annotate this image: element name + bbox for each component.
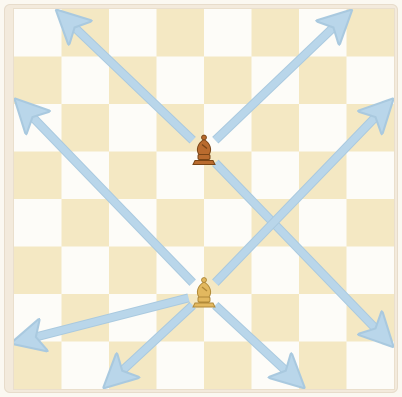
board-square[interactable] xyxy=(14,57,62,105)
board-square[interactable] xyxy=(157,9,205,57)
board-square[interactable] xyxy=(14,247,62,295)
board-square[interactable] xyxy=(347,57,395,105)
board-square[interactable] xyxy=(347,9,395,57)
board-square[interactable] xyxy=(109,9,157,57)
board-square[interactable] xyxy=(204,9,252,57)
board-square[interactable] xyxy=(109,152,157,200)
board-square[interactable] xyxy=(14,199,62,247)
board-square[interactable] xyxy=(62,199,110,247)
chessboard[interactable] xyxy=(14,9,394,389)
board-square[interactable] xyxy=(62,104,110,152)
board-square[interactable] xyxy=(347,342,395,390)
board-square[interactable] xyxy=(109,247,157,295)
board-square[interactable] xyxy=(347,247,395,295)
board-square[interactable] xyxy=(252,104,300,152)
board-square[interactable] xyxy=(204,57,252,105)
board-square[interactable] xyxy=(299,104,347,152)
board-square[interactable] xyxy=(299,342,347,390)
board-square[interactable] xyxy=(299,57,347,105)
board-square[interactable] xyxy=(62,342,110,390)
board-square[interactable] xyxy=(204,342,252,390)
board-square[interactable] xyxy=(14,342,62,390)
board-square[interactable] xyxy=(14,9,62,57)
board-square[interactable] xyxy=(252,9,300,57)
board-square[interactable] xyxy=(347,199,395,247)
board-square[interactable] xyxy=(157,342,205,390)
board-square[interactable] xyxy=(252,247,300,295)
board-square[interactable] xyxy=(299,294,347,342)
board-square[interactable] xyxy=(252,152,300,200)
board-square[interactable] xyxy=(62,247,110,295)
board-square[interactable] xyxy=(299,199,347,247)
chessboard-svg xyxy=(14,9,394,389)
board-square[interactable] xyxy=(62,57,110,105)
board-square[interactable] xyxy=(347,152,395,200)
board-square[interactable] xyxy=(204,199,252,247)
board-square[interactable] xyxy=(157,199,205,247)
board-square[interactable] xyxy=(252,294,300,342)
board-square[interactable] xyxy=(157,57,205,105)
board-square[interactable] xyxy=(109,104,157,152)
board-square[interactable] xyxy=(157,152,205,200)
board-square[interactable] xyxy=(14,152,62,200)
